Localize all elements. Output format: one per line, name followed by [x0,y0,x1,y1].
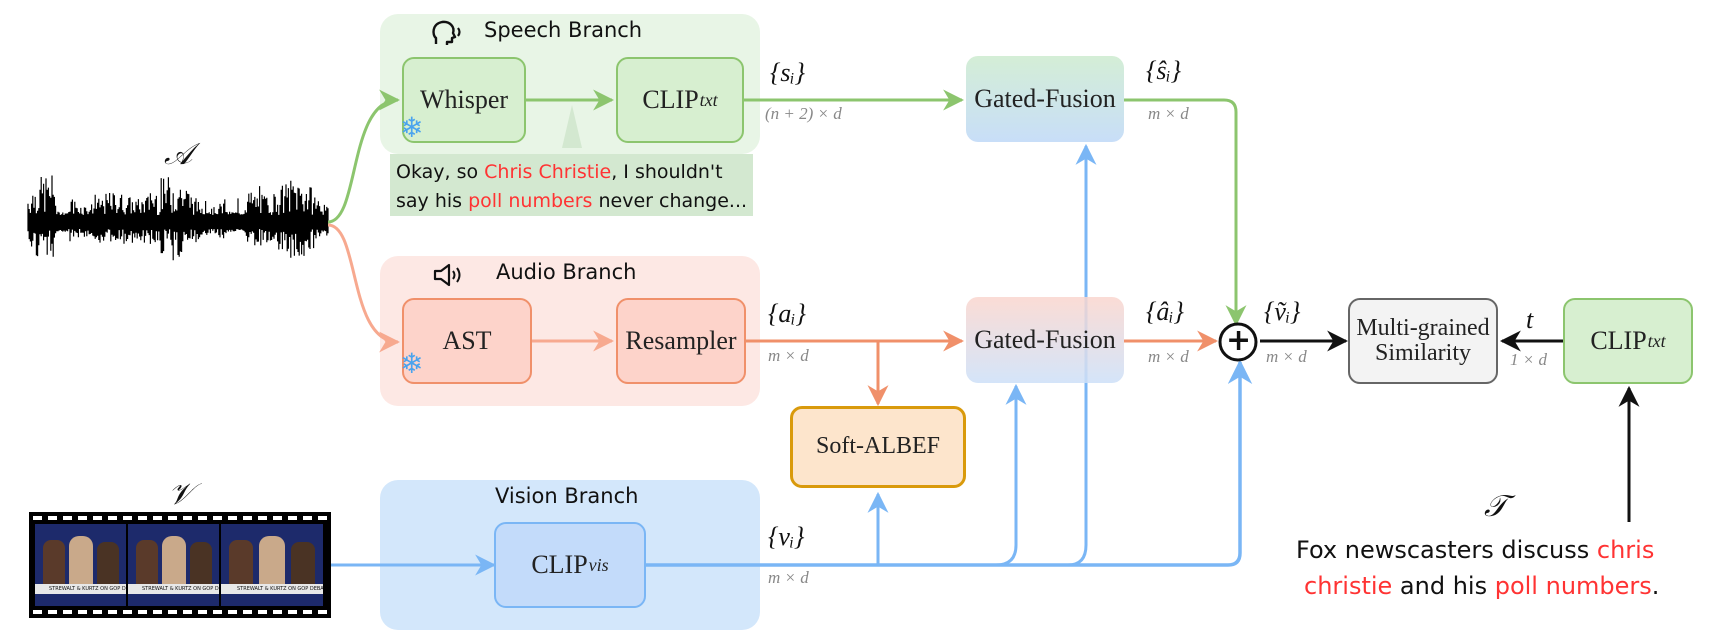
transcript-line-2: say his poll numbers never change... [396,190,748,212]
label-a-hat-dim: m × d [1148,347,1189,366]
video-input-symbol: 𝒱 [168,478,193,511]
clip-txt-base: CLIP [1590,326,1647,356]
soft-albef-label: Soft-ALBEF [815,433,940,460]
arrow-vis-to-plus [646,359,1253,567]
transcript-line-1: Okay, so Chris Christie, I shouldn't [396,161,723,183]
query-line-2: christie and his poll numbers. [1304,572,1660,600]
multi-grained-similarity-module: Multi-grained Similarity [1348,298,1498,384]
label-a-i-dim: m × d [768,346,809,365]
label-s-i-dim: (n + 2) × d [765,104,842,123]
transcript-callout-pointer [562,105,582,148]
arrow-audio-to-whisper [327,89,401,224]
clip-txt-base: CLIP [642,85,699,115]
clip-vis-base: CLIP [531,550,588,580]
transcript-highlight: poll numbers [468,190,593,212]
transcript-text: Okay, so Chris Christie, I shouldn't say… [396,158,756,216]
arrow-gated-top-to-plus [1124,98,1247,327]
film-sprockets-bottom [33,610,327,614]
query-highlight: poll numbers [1494,572,1652,600]
arrow-vis-to-gated-top [1067,143,1097,567]
video-frame: STREWALT & KURTZ ON GOP DEBATE [35,524,126,606]
plus-symbol: + [1226,323,1252,358]
video-frame-caption: STREWALT & KURTZ ON GOP DEBATE [142,586,219,592]
whisper-label: Whisper [419,85,509,115]
gated-fusion-top: Gated-Fusion [966,56,1124,142]
label-t-dim: 1 × d [1510,350,1547,369]
ast-module: AST [402,298,532,384]
label-v-tilde-dim: m × d [1266,347,1307,366]
audio-waveform [27,175,329,261]
gated-fusion-bottom-label: Gated-Fusion [974,325,1116,355]
query-line-1: Fox newscasters discuss chris [1296,536,1655,564]
label-a-i: {aᵢ} [768,299,806,328]
speech-branch-title: Speech Branch [484,18,643,42]
label-v-i-dim: m × d [768,568,809,587]
gated-fusion-bottom: Gated-Fusion [966,297,1124,383]
transcript-highlight: Chris Christie [484,161,612,183]
video-filmstrip: STREWALT & KURTZ ON GOP DEBATE STREWALT … [29,512,331,618]
vision-branch-title: Vision Branch [495,484,639,508]
whisper-module: Whisper [402,57,526,143]
query-highlight: chris [1596,536,1655,564]
arrow-vis-to-gated-bottom [995,383,1027,567]
frozen-snowflake-icon: ❄ [400,111,424,144]
clip-txt-sub: txt [1647,330,1666,351]
audio-input-symbol: 𝒜 [164,138,193,171]
label-t: t [1526,305,1534,334]
transcript-callout-bg [390,154,753,216]
ast-label: AST [442,326,492,356]
label-s-i: {sᵢ} [770,58,806,87]
clip-vis-sub: vis [588,554,609,575]
soft-albef-module: Soft-ALBEF [790,406,966,488]
video-frame: STREWALT & KURTZ ON GOP DEBATE [128,524,219,606]
arrow-audio-to-ast [327,223,401,353]
resampler-module: Resampler [616,298,746,384]
label-a-hat: {âᵢ} [1146,297,1184,326]
audio-branch-title: Audio Branch [496,260,637,284]
clip-txt-sub: txt [699,89,718,110]
waveform-bars [27,175,329,261]
label-v-tilde: {ṽᵢ} [1264,297,1301,326]
resampler-label: Resampler [625,326,737,356]
video-frame-caption: STREWALT & KURTZ ON GOP DEBATE [237,586,323,592]
gated-fusion-top-label: Gated-Fusion [974,84,1116,114]
sum-node [1218,322,1258,362]
label-v-i: {vᵢ} [768,522,805,551]
film-sprockets-top [33,516,327,520]
similarity-line-1: Multi-grained [1356,314,1490,341]
text-input-symbol: 𝒯 [1484,490,1507,523]
label-s-hat-dim: m × d [1148,104,1189,123]
label-s-hat: {ŝᵢ} [1146,56,1182,85]
video-frame: STREWALT & KURTZ ON GOP DEBATE [221,524,323,606]
query-highlight: christie [1304,572,1393,600]
video-frame-caption: STREWALT & KURTZ ON GOP DEBATE [49,586,126,592]
frozen-snowflake-icon: ❄ [400,347,424,380]
speaking-head-icon [430,18,464,48]
speaker-icon [432,262,468,288]
similarity-line-2: Similarity [1375,340,1471,366]
query-text: Fox newscasters discuss chris christie a… [1296,532,1696,604]
